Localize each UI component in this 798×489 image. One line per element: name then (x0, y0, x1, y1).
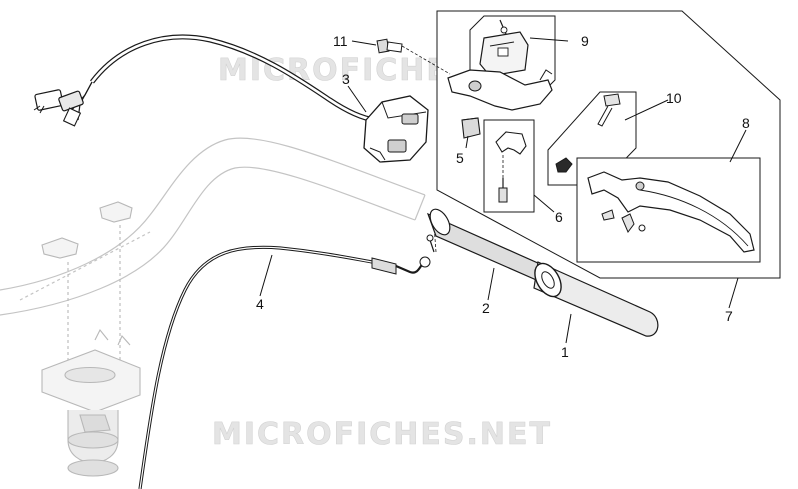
callout-6: 6 (555, 209, 563, 225)
throttle-cable-4 (138, 224, 437, 489)
brake-lever-8 (587, 171, 755, 253)
cap-5 (461, 117, 481, 139)
callout-9: 9 (581, 33, 589, 49)
callout-4: 4 (256, 296, 264, 312)
callout-1: 1 (561, 344, 569, 360)
callout-8: 8 (742, 115, 750, 131)
pivot-bolt-10 (555, 93, 621, 173)
ghost-clamp-assembly (41, 201, 141, 477)
callout-10: 10 (666, 90, 682, 106)
handgrip-1 (533, 261, 659, 337)
switch-harness (33, 34, 376, 127)
handlebar-switch-unit (363, 95, 429, 163)
master-cylinder-9 (447, 19, 553, 111)
callout-11: 11 (333, 33, 348, 49)
clamp-6 (495, 131, 527, 203)
callout-7: 7 (725, 308, 733, 324)
bolt-11 (376, 38, 451, 75)
callout-2: 2 (482, 300, 490, 316)
callout-5: 5 (456, 150, 464, 166)
leader-lines (259, 37, 747, 344)
watermark-bottom: MICROFICHES.NET (212, 417, 552, 452)
ghost-handlebar (0, 137, 426, 316)
callout-3: 3 (342, 71, 350, 87)
